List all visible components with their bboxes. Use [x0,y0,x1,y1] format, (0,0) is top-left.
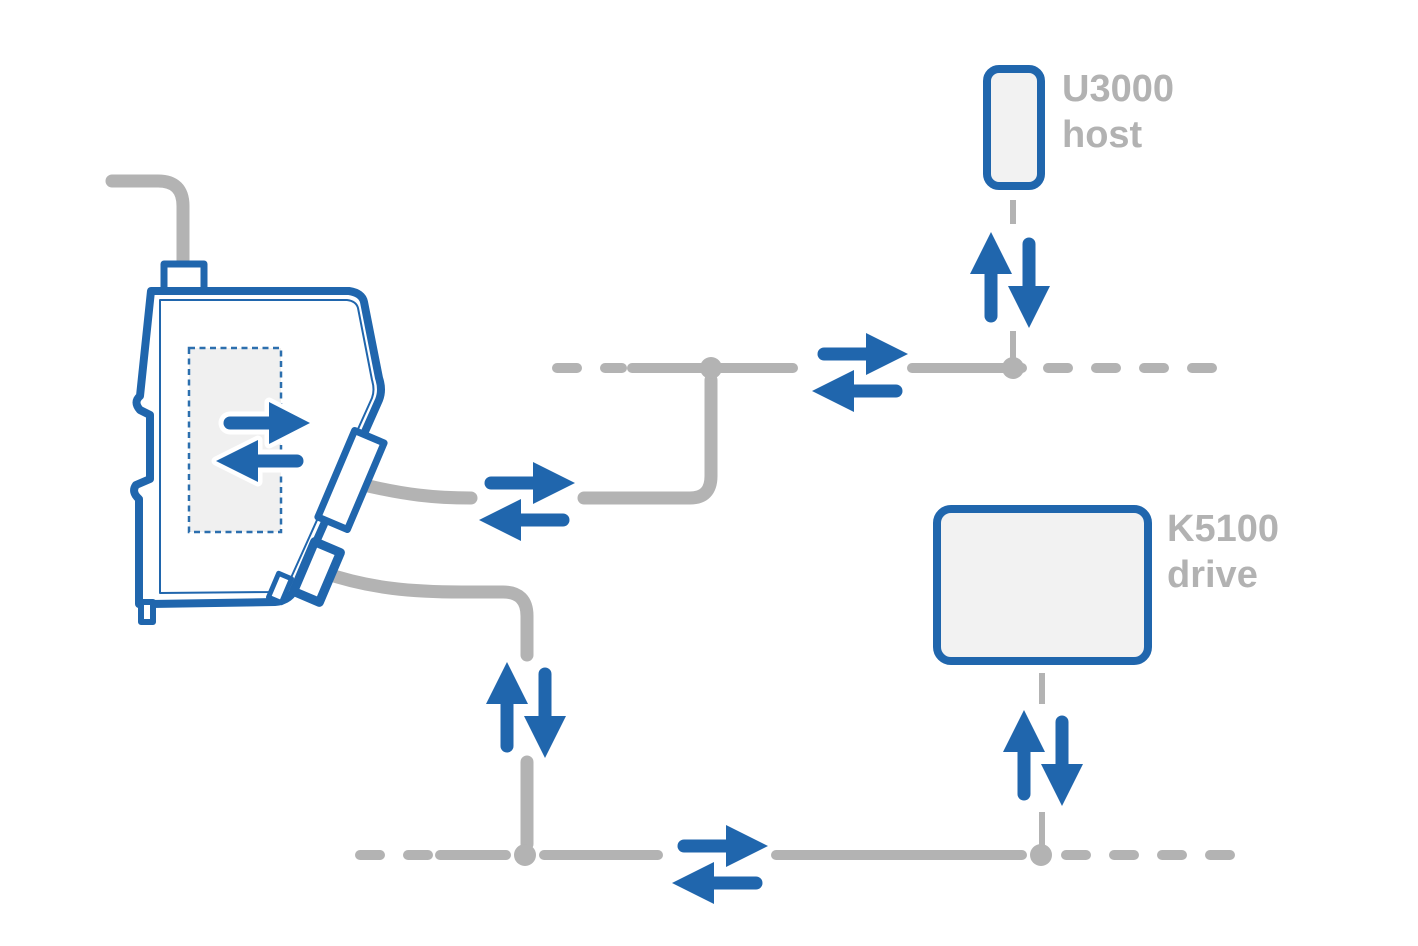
gateway-lower-cable [315,565,534,851]
junction-dot [514,844,536,866]
fieldbus-line-top [552,357,1233,379]
transfer-arrows-horizontal-icon [672,825,768,904]
gateway-top-connector [160,260,208,295]
junction-dot [700,357,722,379]
host-node-box [983,65,1045,190]
transfer-arrows-vertical-icon [1003,710,1083,806]
power-cable [105,174,190,269]
transfer-arrows-horizontal-icon [812,333,908,412]
gateway-din-foot [138,599,156,625]
junction-dot [1030,844,1052,866]
drive-role: drive [1167,554,1258,596]
drive-model: K5100 [1167,508,1279,550]
host-node-label: U3000 host [1062,66,1174,158]
host-role: host [1062,114,1143,156]
fieldbus-line-bottom [355,844,1235,866]
transfer-arrows-horizontal-icon [211,397,315,487]
gateway-latch [265,570,295,606]
host-model: U3000 [1062,68,1174,110]
transfer-arrows-horizontal-icon [479,462,575,541]
gateway-lower-port [289,537,345,607]
transfer-arrows-vertical-icon [486,662,566,758]
gateway-upper-port [314,426,388,534]
junction-dot [1002,357,1024,379]
drive-node-box [933,505,1152,665]
transfer-arrows-vertical-icon [970,232,1050,328]
gateway-upper-cable [353,373,718,505]
gateway-device-icon [130,260,388,625]
drive-node-label: K5100 drive [1167,506,1279,598]
